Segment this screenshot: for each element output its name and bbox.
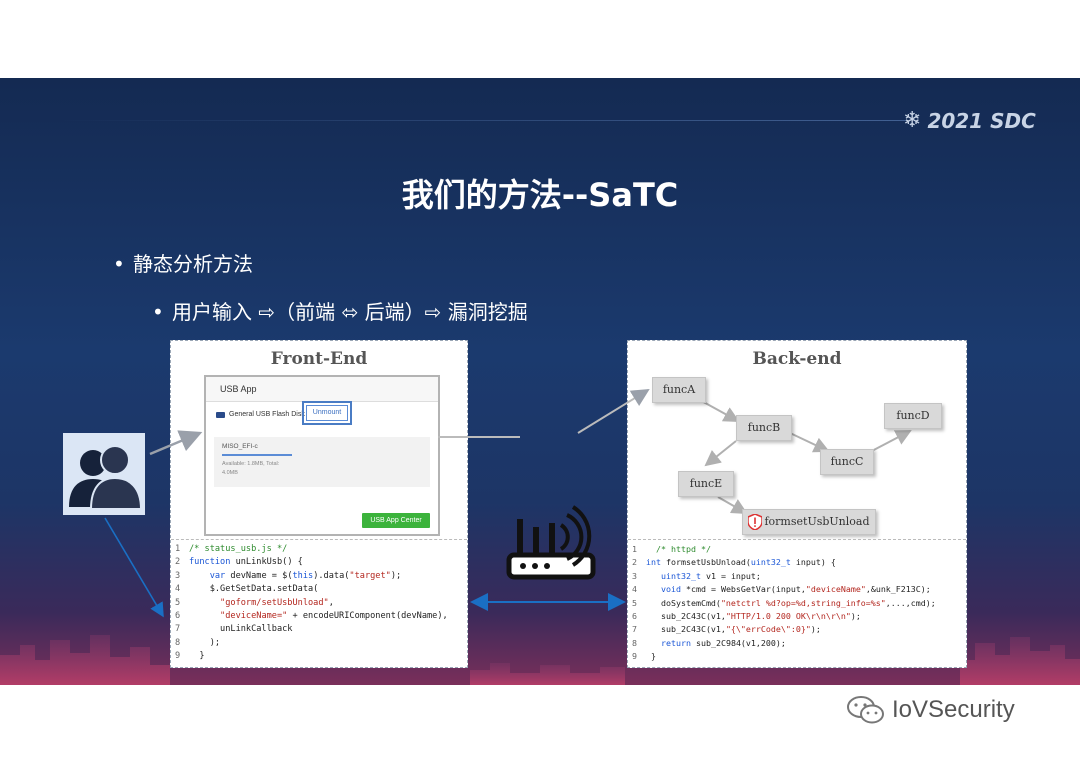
node-funcD: funcD xyxy=(884,403,942,429)
node-formsetUsbUnload: formsetUsbUnload xyxy=(742,509,876,535)
slide-title: 我们的方法--SaTC xyxy=(401,176,679,214)
backend-code-line: 2 int formsetUsbUnload(uint32_t input) { xyxy=(628,556,966,569)
line-number: 8 xyxy=(632,637,637,648)
usb-app-center-button[interactable]: USB App Center xyxy=(362,513,430,528)
usb-app-screenshot: USB App General USB Flash Disk Unmount M… xyxy=(204,375,440,536)
node-funcE: funcE xyxy=(678,471,734,497)
brand-logo: ❄ 2021 SDC xyxy=(903,108,1036,133)
city-skyline-decoration xyxy=(0,635,1080,685)
code-text: "goform/setUsbUnload", xyxy=(220,597,334,608)
volume-name: MISO_EFI-c xyxy=(222,443,258,450)
watermark-text: IoVSecurity xyxy=(892,696,1015,723)
code-text: sub_2C43C(v1,"{\"errCode\":0}"); xyxy=(646,624,821,635)
line-number: 2 xyxy=(632,557,637,568)
code-text: } xyxy=(189,651,205,662)
backend-code-line: 6 sub_2C43C(v1,"HTTP/1.0 200 OK\r\n\r\n"… xyxy=(628,610,966,623)
code-text: void *cmd = WebsGetVar(input,"deviceName… xyxy=(661,584,931,595)
code-text: function unLinkUsb() { xyxy=(189,557,303,568)
code-text: "deviceName=" + encodeURIComponent(devNa… xyxy=(220,611,448,622)
line-number: 8 xyxy=(175,637,181,648)
backend-code-line: 1 /* httpd */ xyxy=(628,543,966,556)
line-number: 9 xyxy=(632,651,637,662)
router-icon xyxy=(506,505,596,580)
code-text: var devName = $(this).data("target"); xyxy=(209,570,402,581)
backend-title: Back-end xyxy=(752,349,842,369)
bullet-level2: • 用户输入 ⇨（前端 ⬄ 后端）⇨ 漏洞挖掘 xyxy=(152,296,528,325)
line-number: 2 xyxy=(175,557,181,568)
frontend-code-line: 8 ); xyxy=(171,637,467,650)
code-text: /* status_usb.js */ xyxy=(189,544,288,554)
usb-volume-info: MISO_EFI-c Available: 1.8MB, Total: 4.0M… xyxy=(214,437,430,487)
node-funcB: funcB xyxy=(736,415,792,441)
frontend-title: Front-End xyxy=(270,349,368,369)
frontend-code-line: 5 "goform/setUsbUnload", xyxy=(171,597,467,610)
watermark: IoVSecurity xyxy=(846,694,1015,726)
line-number: 1 xyxy=(632,544,637,554)
users-icon xyxy=(63,433,145,515)
frontend-code-line: 9 } xyxy=(171,650,467,663)
brand-label: 2021 SDC xyxy=(927,108,1036,133)
volume-size: 4.0MB xyxy=(222,470,238,476)
usb-disk-row: General USB Flash Disk xyxy=(216,411,305,418)
frontend-panel: Front-End USB App General USB Flash Disk… xyxy=(170,340,468,668)
line-number: 6 xyxy=(175,611,181,622)
bullet-level1: • 静态分析方法 xyxy=(113,248,253,277)
line-number: 3 xyxy=(632,570,637,581)
sink-label: formsetUsbUnload xyxy=(764,515,870,528)
line-number: 4 xyxy=(632,584,637,595)
line-number: 1 xyxy=(175,544,181,554)
code-text: return sub_2C984(v1,200); xyxy=(661,637,786,648)
line-number: 4 xyxy=(175,584,181,595)
backend-code-line: 5 doSystemCmd("netctrl %d?op=%d,string_i… xyxy=(628,597,966,610)
code-text: sub_2C43C(v1,"HTTP/1.0 200 OK\r\n\r\n"); xyxy=(646,611,861,622)
bullet-level2-text: 用户输入 ⇨（前端 ⬄ 后端）⇨ 漏洞挖掘 xyxy=(172,300,528,324)
warning-shield-icon xyxy=(748,514,763,530)
volume-available: Available: 1.8MB, Total: xyxy=(222,461,280,467)
line-number: 7 xyxy=(632,624,637,635)
code-text: unLinkCallback xyxy=(189,624,293,635)
line-number: 5 xyxy=(175,597,181,608)
frontend-code-line: 1 /* status_usb.js */ xyxy=(171,543,467,556)
frontend-code-line: 7 unLinkCallback xyxy=(171,623,467,636)
backend-panel: Back-end funcA funcB funcD funcC funcE f… xyxy=(627,340,967,668)
bullet-level1-text: 静态分析方法 xyxy=(133,252,253,276)
code-text: $.GetSetData.setData( xyxy=(189,584,319,595)
header-divider xyxy=(60,120,910,121)
line-number: 9 xyxy=(175,651,181,662)
user-to-code-arrow xyxy=(104,517,164,618)
frontend-code-line: 3 var devName = $(this).data("target"); xyxy=(171,570,467,583)
code-text: ); xyxy=(189,637,221,648)
snowflake-icon: ❄ xyxy=(903,108,922,133)
code-text: int formsetUsbUnload(uint32_t input) { xyxy=(646,557,836,568)
bullet-dot: • xyxy=(113,252,125,276)
usb-disk-icon xyxy=(216,411,225,418)
usb-disk-label: General USB Flash Disk xyxy=(229,411,305,418)
frontend-code-line: 2 function unLinkUsb() { xyxy=(171,556,467,569)
node-funcC: funcC xyxy=(820,449,874,475)
slide: ❄ 2021 SDC 我们的方法--SaTC • 静态分析方法 • 用户输入 ⇨（前… xyxy=(0,78,1080,685)
volume-usage-bar xyxy=(222,454,292,456)
backend-code-line: 3 uint32_t v1 = input; xyxy=(628,570,966,583)
frontend-code-block: 1 /* status_usb.js */ 2 function unLinkUsb(… xyxy=(171,539,467,664)
line-number: 7 xyxy=(175,624,181,635)
backend-code-line: 4 void *cmd = WebsGetVar(input,"deviceNa… xyxy=(628,583,966,596)
frontend-code-line: 6 "deviceName=" + encodeURIComponent(dev… xyxy=(171,610,467,623)
code-text: doSystemCmd("netctrl %d?op=%d,string_inf… xyxy=(646,597,936,608)
bullet-dot: • xyxy=(152,300,164,324)
usb-app-header: USB App xyxy=(206,377,438,402)
node-funcA: funcA xyxy=(652,377,706,403)
backend-code-line: 9 } xyxy=(628,650,966,663)
line-number: 6 xyxy=(632,611,637,622)
wechat-icon xyxy=(847,696,884,724)
unmount-button[interactable]: Unmount xyxy=(302,401,352,425)
backend-code-line: 8 return sub_2C984(v1,200); xyxy=(628,637,966,650)
code-text: /* httpd */ xyxy=(656,544,711,554)
code-text: } xyxy=(646,651,656,662)
line-number: 3 xyxy=(175,570,181,581)
backend-code-line: 7 sub_2C43C(v1,"{\"errCode\":0}"); xyxy=(628,623,966,636)
line-number: 5 xyxy=(632,597,637,608)
code-text: uint32_t v1 = input; xyxy=(661,570,761,581)
frontend-code-line: 4 $.GetSetData.setData( xyxy=(171,583,467,596)
